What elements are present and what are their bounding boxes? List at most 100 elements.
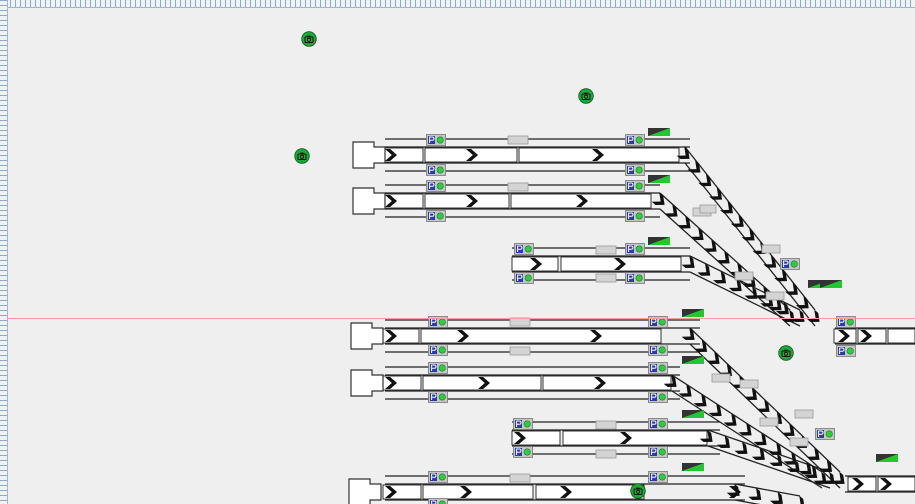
direction-chevron-icon bbox=[738, 423, 756, 440]
track-segment[interactable] bbox=[535, 484, 645, 500]
signal-head-icon[interactable] bbox=[426, 180, 446, 192]
signal-head-icon[interactable] bbox=[815, 428, 835, 440]
direction-chevron-icon bbox=[806, 447, 824, 465]
camera-icon[interactable] bbox=[778, 345, 794, 361]
signal-head-icon[interactable] bbox=[514, 272, 534, 284]
route-indicator-icon bbox=[682, 356, 704, 364]
route-indicator-icon bbox=[682, 309, 704, 317]
rail-line bbox=[689, 271, 801, 327]
signal-head-icon[interactable] bbox=[648, 471, 668, 483]
signal-head-icon[interactable] bbox=[514, 243, 534, 255]
direction-chevron-icon bbox=[703, 239, 721, 257]
camera-icon[interactable] bbox=[578, 88, 594, 104]
track-segment[interactable] bbox=[542, 375, 672, 391]
rail-lines bbox=[385, 138, 915, 504]
rail-line bbox=[707, 445, 831, 489]
direction-chevron-icon bbox=[678, 384, 696, 402]
direction-chevron-icon bbox=[697, 263, 715, 281]
track-label bbox=[789, 437, 809, 447]
camera-icon[interactable] bbox=[630, 483, 646, 499]
signal-head-icon[interactable] bbox=[513, 446, 533, 458]
direction-chevron-icon bbox=[748, 487, 766, 504]
route-indicator-icon bbox=[682, 410, 704, 418]
camera-icon[interactable] bbox=[301, 31, 317, 47]
track-segment[interactable] bbox=[562, 430, 708, 446]
track-segment[interactable] bbox=[887, 328, 915, 344]
signal-head-icon[interactable] bbox=[426, 210, 446, 222]
track-label bbox=[699, 204, 717, 214]
direction-chevron-icon bbox=[651, 192, 669, 210]
track-segment[interactable] bbox=[510, 193, 652, 209]
buffer-stop-icon bbox=[352, 187, 386, 215]
signal-head-icon[interactable] bbox=[648, 418, 668, 430]
direction-chevron-icon bbox=[744, 387, 761, 405]
direction-chevron-icon bbox=[694, 339, 711, 357]
camera-icon[interactable] bbox=[294, 148, 310, 164]
track-label bbox=[794, 409, 814, 419]
route-indicator-icon bbox=[648, 128, 670, 136]
rail-line bbox=[684, 146, 816, 311]
signal-head-icon[interactable] bbox=[428, 362, 448, 374]
direction-chevron-icon bbox=[723, 413, 741, 431]
track-segment[interactable] bbox=[511, 256, 559, 272]
rail-line bbox=[689, 255, 801, 311]
track-segment[interactable] bbox=[422, 375, 542, 391]
direction-chevron-icon bbox=[681, 327, 699, 345]
direction-chevron-icon bbox=[831, 471, 849, 489]
signal-head-icon[interactable] bbox=[648, 362, 668, 374]
signal-head-icon[interactable] bbox=[428, 471, 448, 483]
signal-head-icon[interactable] bbox=[648, 391, 668, 403]
track-segment[interactable] bbox=[511, 430, 561, 446]
direction-chevron-icon bbox=[756, 399, 774, 417]
rail-line bbox=[671, 374, 823, 473]
direction-chevron-icon bbox=[677, 215, 695, 233]
direction-chevron-icon bbox=[768, 442, 786, 460]
track-label bbox=[759, 417, 779, 427]
direction-chevron-icon bbox=[708, 403, 726, 421]
track-labels bbox=[507, 135, 814, 483]
signal-head-icon[interactable] bbox=[625, 243, 645, 255]
rail-line bbox=[734, 499, 761, 504]
signal-head-icon[interactable] bbox=[625, 210, 645, 222]
route-indicator-icon bbox=[648, 175, 670, 183]
route-indicator-icon bbox=[820, 280, 842, 288]
track-segment[interactable] bbox=[424, 193, 510, 209]
signal-head-icon[interactable] bbox=[648, 446, 668, 458]
signal-head-icon[interactable] bbox=[428, 344, 448, 356]
track-segments[interactable] bbox=[382, 147, 915, 500]
guide-line bbox=[7, 318, 915, 319]
signal-head-icon[interactable] bbox=[426, 164, 446, 176]
direction-chevron-icon bbox=[712, 270, 730, 288]
signal-head-icon[interactable] bbox=[426, 134, 446, 146]
track-label bbox=[765, 291, 785, 301]
signal-head-icon[interactable] bbox=[513, 418, 533, 430]
route-indicator-icon bbox=[876, 454, 898, 462]
track-segment[interactable] bbox=[420, 328, 662, 344]
track-label bbox=[734, 271, 754, 281]
track-label bbox=[595, 420, 617, 430]
direction-chevron-icon bbox=[819, 459, 836, 477]
signal-head-icon[interactable] bbox=[836, 345, 856, 357]
signal-head-icon[interactable] bbox=[625, 180, 645, 192]
track-label bbox=[507, 182, 529, 192]
signal-head-icon[interactable] bbox=[428, 498, 448, 504]
diagonal-chevrons bbox=[651, 146, 849, 504]
signal-head-icon[interactable] bbox=[625, 164, 645, 176]
buffer-stop-icon bbox=[352, 141, 386, 169]
rail-line bbox=[689, 327, 841, 473]
buffer-stop-icon bbox=[350, 369, 384, 397]
buffer-stops bbox=[348, 141, 386, 504]
rail-line bbox=[707, 429, 831, 473]
signal-head-icon[interactable] bbox=[625, 134, 645, 146]
track-segment[interactable] bbox=[424, 147, 518, 163]
signal-head-icon[interactable] bbox=[428, 391, 448, 403]
signal-head-icon[interactable] bbox=[625, 272, 645, 284]
track-label bbox=[509, 473, 531, 483]
direction-chevron-icon bbox=[664, 204, 682, 222]
signal-head-icon[interactable] bbox=[780, 258, 800, 270]
track-label bbox=[761, 244, 781, 254]
track-segment[interactable] bbox=[422, 484, 534, 500]
signal-head-icon[interactable] bbox=[648, 344, 668, 356]
